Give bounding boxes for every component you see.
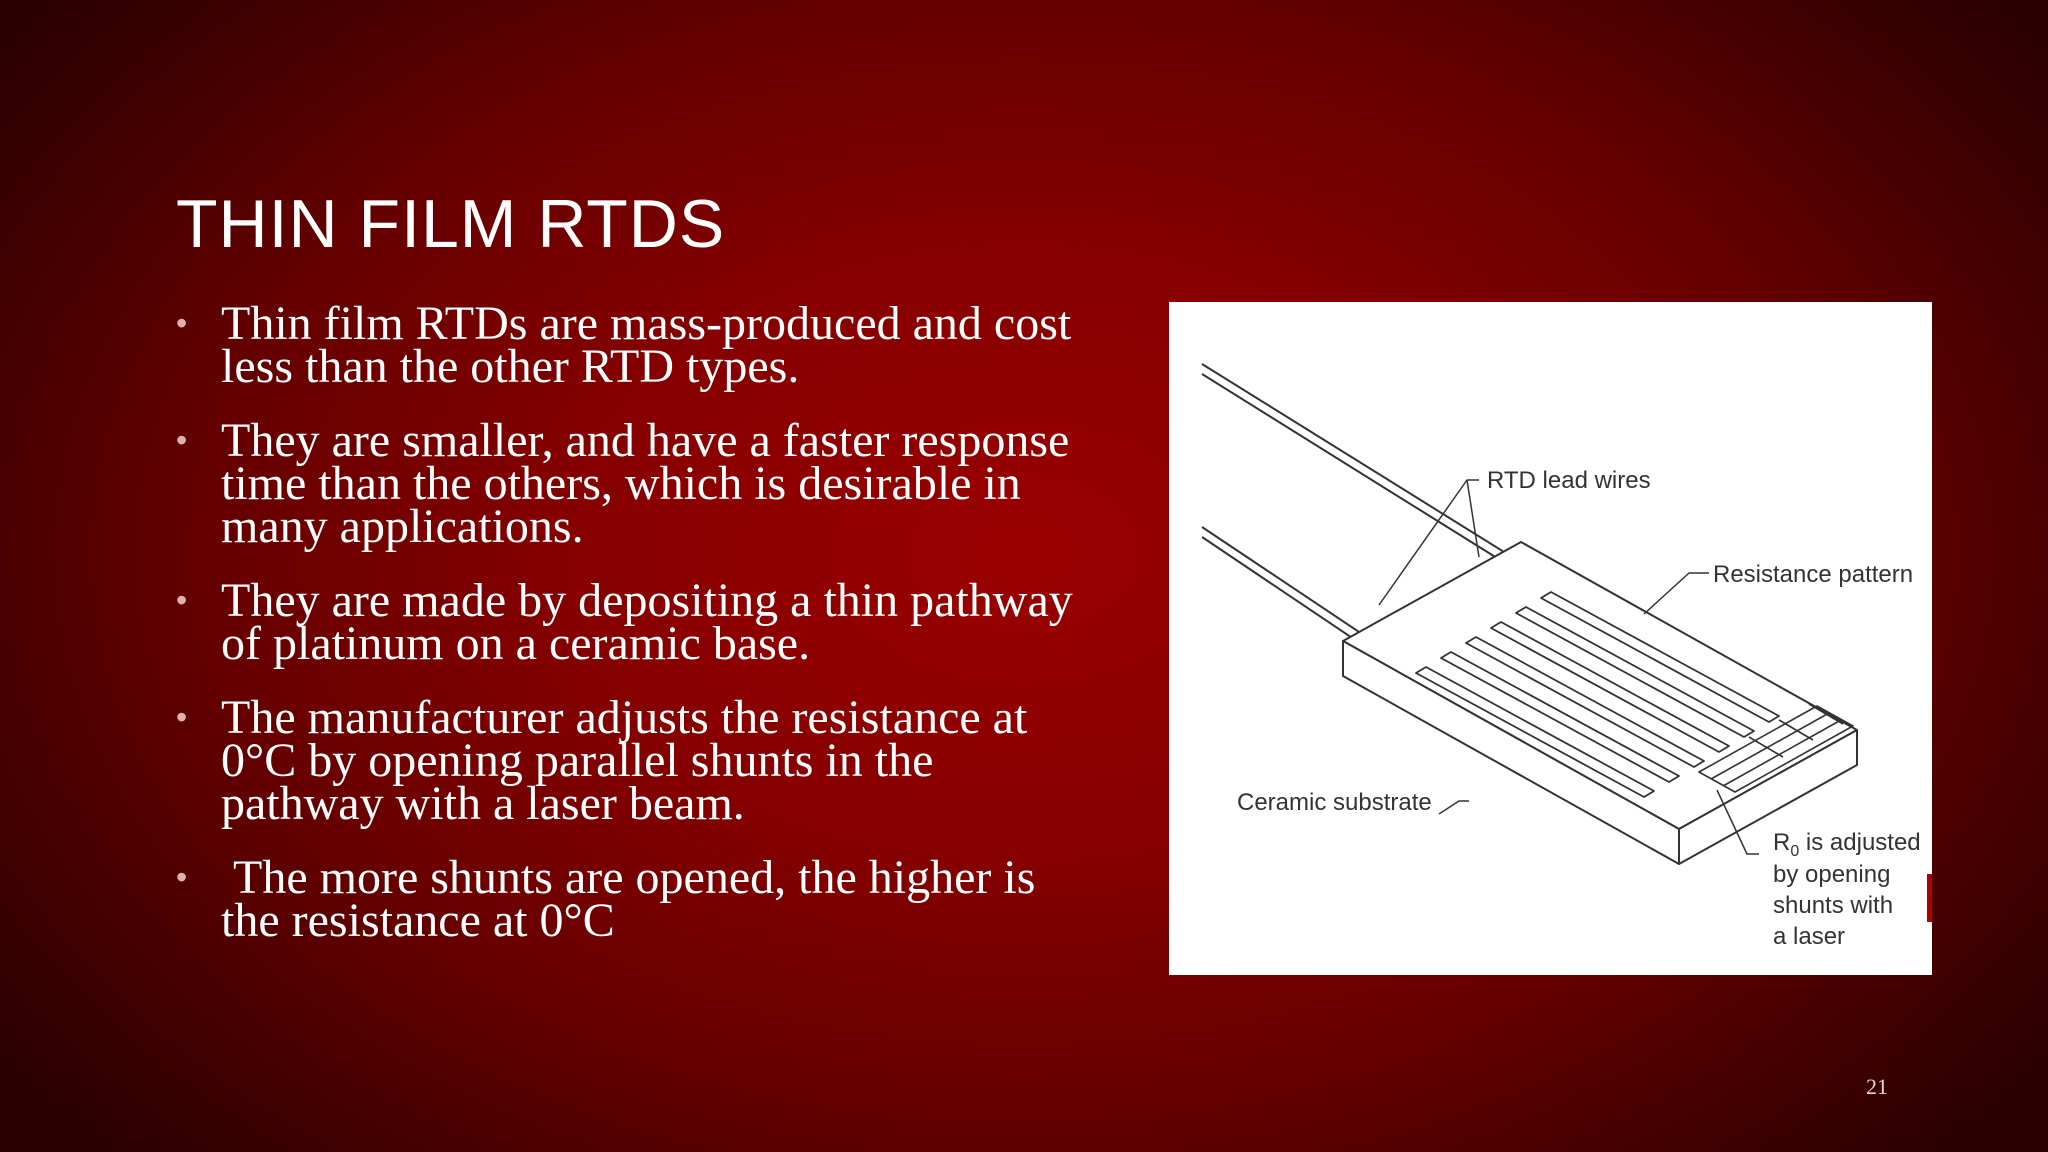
- laser-shunts: [1698, 703, 1854, 793]
- bullet-text: Thin film RTDs are mass-produced and cos…: [221, 297, 1072, 393]
- bullet-icon: •: [176, 699, 188, 735]
- bullet-icon: •: [176, 859, 188, 895]
- bullet-item: • They are smaller, and have a faster res…: [176, 417, 1096, 551]
- slide-title: THIN FILM RTDS: [176, 186, 726, 262]
- label-lead-wires: RTD lead wires: [1487, 467, 1651, 494]
- bullet-item: • They are made by depositing a thin path…: [176, 577, 1096, 668]
- bullet-item: • The more shunts are opened, the higher…: [176, 854, 1096, 945]
- bullet-text: They are smaller, and have a faster resp…: [221, 414, 1070, 553]
- bullet-item: • The manufacturer adjusts the resistance…: [176, 694, 1096, 828]
- bullet-icon: •: [176, 582, 188, 618]
- bullet-text: The manufacturer adjusts the resistance …: [221, 691, 1028, 830]
- label-resistance-pattern: Resistance pattern: [1713, 561, 1913, 588]
- bullet-item: • Thin film RTDs are mass-produced and co…: [176, 300, 1096, 391]
- page-number: 21: [1866, 1074, 1888, 1099]
- label-r0-line4: a laser: [1773, 923, 1845, 950]
- red-edge-mark: [1927, 874, 1932, 922]
- bullet-icon: •: [176, 422, 188, 458]
- bullet-text: They are made by depositing a thin pathw…: [221, 574, 1073, 670]
- bullet-icon: •: [176, 305, 188, 341]
- rtd-diagram: RTD lead wires Resistance pattern Cerami…: [1169, 302, 1932, 975]
- bullet-list: • Thin film RTDs are mass-produced and co…: [176, 300, 1096, 973]
- label-r0-line1: R0 is adjusted: [1773, 829, 1921, 860]
- label-r0-line3: shunts with: [1773, 892, 1893, 919]
- resistance-pattern: [1415, 591, 1780, 798]
- lead-wire: [1201, 363, 1526, 574]
- leader-lines: [1378, 479, 1759, 855]
- ceramic-substrate: [1342, 541, 1858, 865]
- label-r0-line2: by opening: [1773, 861, 1890, 888]
- bullet-text: The more shunts are opened, the higher i…: [221, 851, 1048, 947]
- rtd-diagram-drawing: RTD lead wires Resistance pattern Cerami…: [1201, 363, 1932, 950]
- label-ceramic-substrate: Ceramic substrate: [1237, 789, 1432, 816]
